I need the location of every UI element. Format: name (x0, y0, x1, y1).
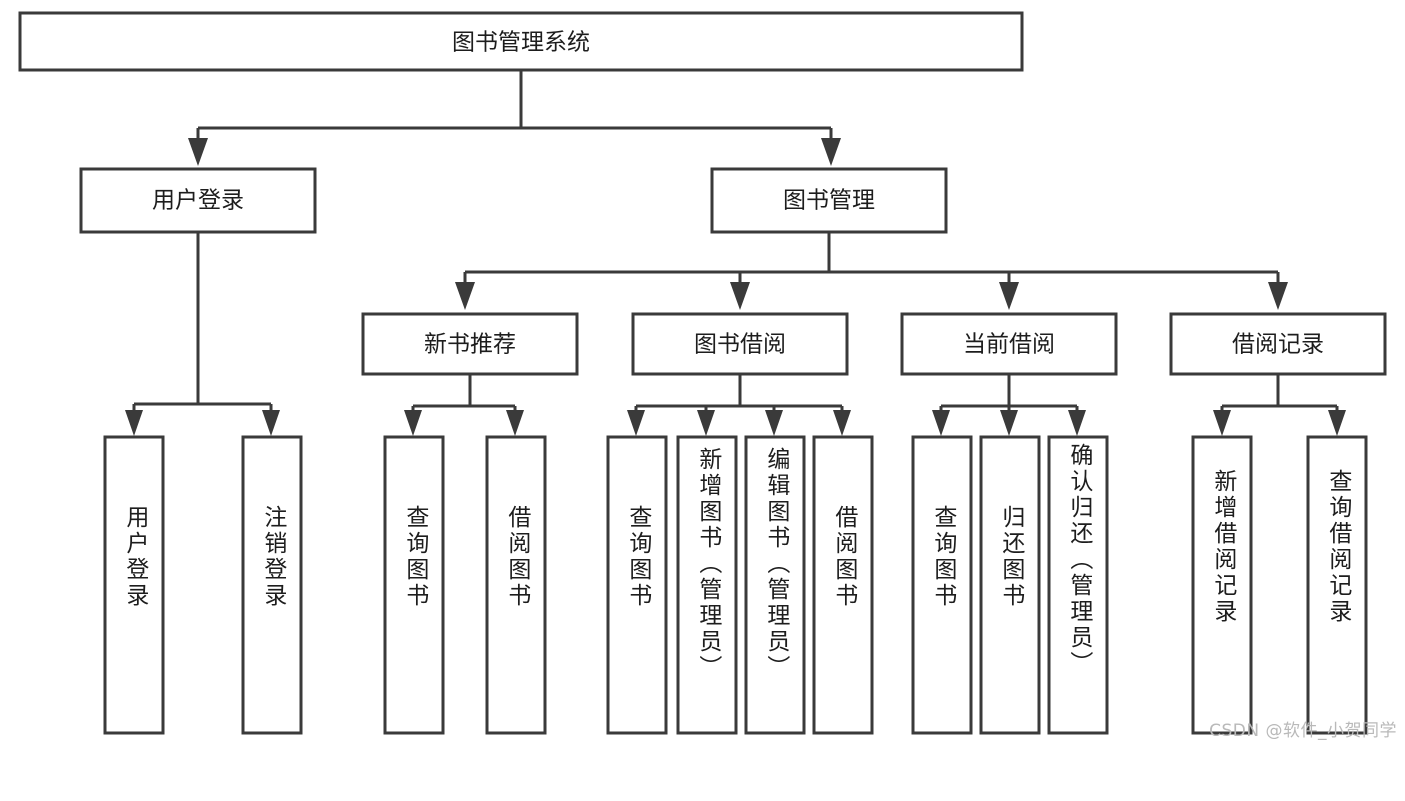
arrowhead-root-to-bookmgmt (821, 138, 841, 166)
leaf-current-borrow-2-rect[interactable] (1047, 435, 1109, 735)
leaf-borrow-record-1-rect[interactable] (1306, 435, 1368, 735)
arrowhead-root-to-userlogin (188, 138, 208, 166)
node-book-borrow-rect[interactable] (631, 312, 849, 376)
node-new-book-recommend-rect[interactable] (361, 312, 579, 376)
leaf-book-borrow-2-rect[interactable] (744, 435, 806, 735)
arrowhead-bookborrow-leaf0 (627, 410, 645, 436)
node-current-borrow-label: 当前借阅 (963, 332, 1055, 358)
arrowhead-borrowrecord-leaf1 (1328, 410, 1346, 436)
leaf-user-login-0-rect[interactable] (103, 435, 165, 735)
arrowhead-bookborrow-leaf2 (765, 410, 783, 436)
csdn-watermark: CSDN @软件_小贺同学 (1209, 721, 1397, 741)
leaf-borrow-record-0-rect[interactable] (1191, 435, 1253, 735)
arrowhead-bookborrow-leaf1 (697, 410, 715, 436)
leaf-book-borrow-0-rect[interactable] (606, 435, 668, 735)
node-current-borrow[interactable]: 当前借阅 (900, 312, 1118, 376)
arrowhead-bookmgmt-to-l3-0 (455, 282, 475, 310)
arrowhead-borrowrecord-leaf0 (1213, 410, 1231, 436)
arrowhead-bookmgmt-to-l3-2 (999, 282, 1019, 310)
arrowhead-currentborrow-leaf2 (1068, 410, 1086, 436)
node-user-login-label: 用户登录 (152, 188, 244, 214)
arrowhead-userlogin-leaf1 (262, 410, 280, 436)
node-root-label: 图书管理系统 (452, 30, 590, 56)
node-new-book-recommend-label: 新书推荐 (424, 332, 516, 358)
node-book-management-label: 图书管理 (783, 188, 875, 214)
leaf-new-book-recommend-1-rect[interactable] (485, 435, 547, 735)
leaf-book-borrow-1-rect[interactable] (676, 435, 738, 735)
node-root[interactable]: 图书管理系统 (18, 11, 1024, 72)
node-current-borrow-rect[interactable] (900, 312, 1118, 376)
node-borrow-record-rect[interactable] (1169, 312, 1387, 376)
leaf-current-borrow-0-rect[interactable] (911, 435, 973, 735)
node-book-borrow-label: 图书借阅 (694, 332, 786, 358)
tree-diagram-svg: 图书管理系统 用户登录 图书管理 (18, 11, 1387, 735)
arrowhead-bookmgmt-to-l3-3 (1268, 282, 1288, 310)
leaf-user-login-1-rect[interactable] (241, 435, 303, 735)
node-book-management-rect[interactable] (710, 167, 948, 234)
arrowhead-newbook-leaf0 (404, 410, 422, 436)
node-book-management[interactable]: 图书管理 (710, 167, 948, 234)
arrowhead-currentborrow-leaf1 (1000, 410, 1018, 436)
arrowhead-newbook-leaf1 (506, 410, 524, 436)
node-book-borrow[interactable]: 图书借阅 (631, 312, 849, 376)
node-root-rect[interactable] (18, 11, 1024, 72)
leaf-book-borrow-3-rect[interactable] (812, 435, 874, 735)
arrowhead-userlogin-leaf0 (125, 410, 143, 436)
node-borrow-record-label: 借阅记录 (1232, 332, 1324, 358)
leaf-new-book-recommend-0-rect[interactable] (383, 435, 445, 735)
arrowhead-currentborrow-leaf0 (932, 410, 950, 436)
node-borrow-record[interactable]: 借阅记录 (1169, 312, 1387, 376)
node-new-book-recommend[interactable]: 新书推荐 (361, 312, 579, 376)
leaf-current-borrow-1-rect[interactable] (979, 435, 1041, 735)
arrowhead-bookmgmt-to-l3-1 (730, 282, 750, 310)
arrowhead-bookborrow-leaf3 (833, 410, 851, 436)
flowchart-canvas: 图书管理系统 用户登录 图书管理 (18, 11, 1397, 741)
node-user-login[interactable]: 用户登录 (79, 167, 317, 234)
